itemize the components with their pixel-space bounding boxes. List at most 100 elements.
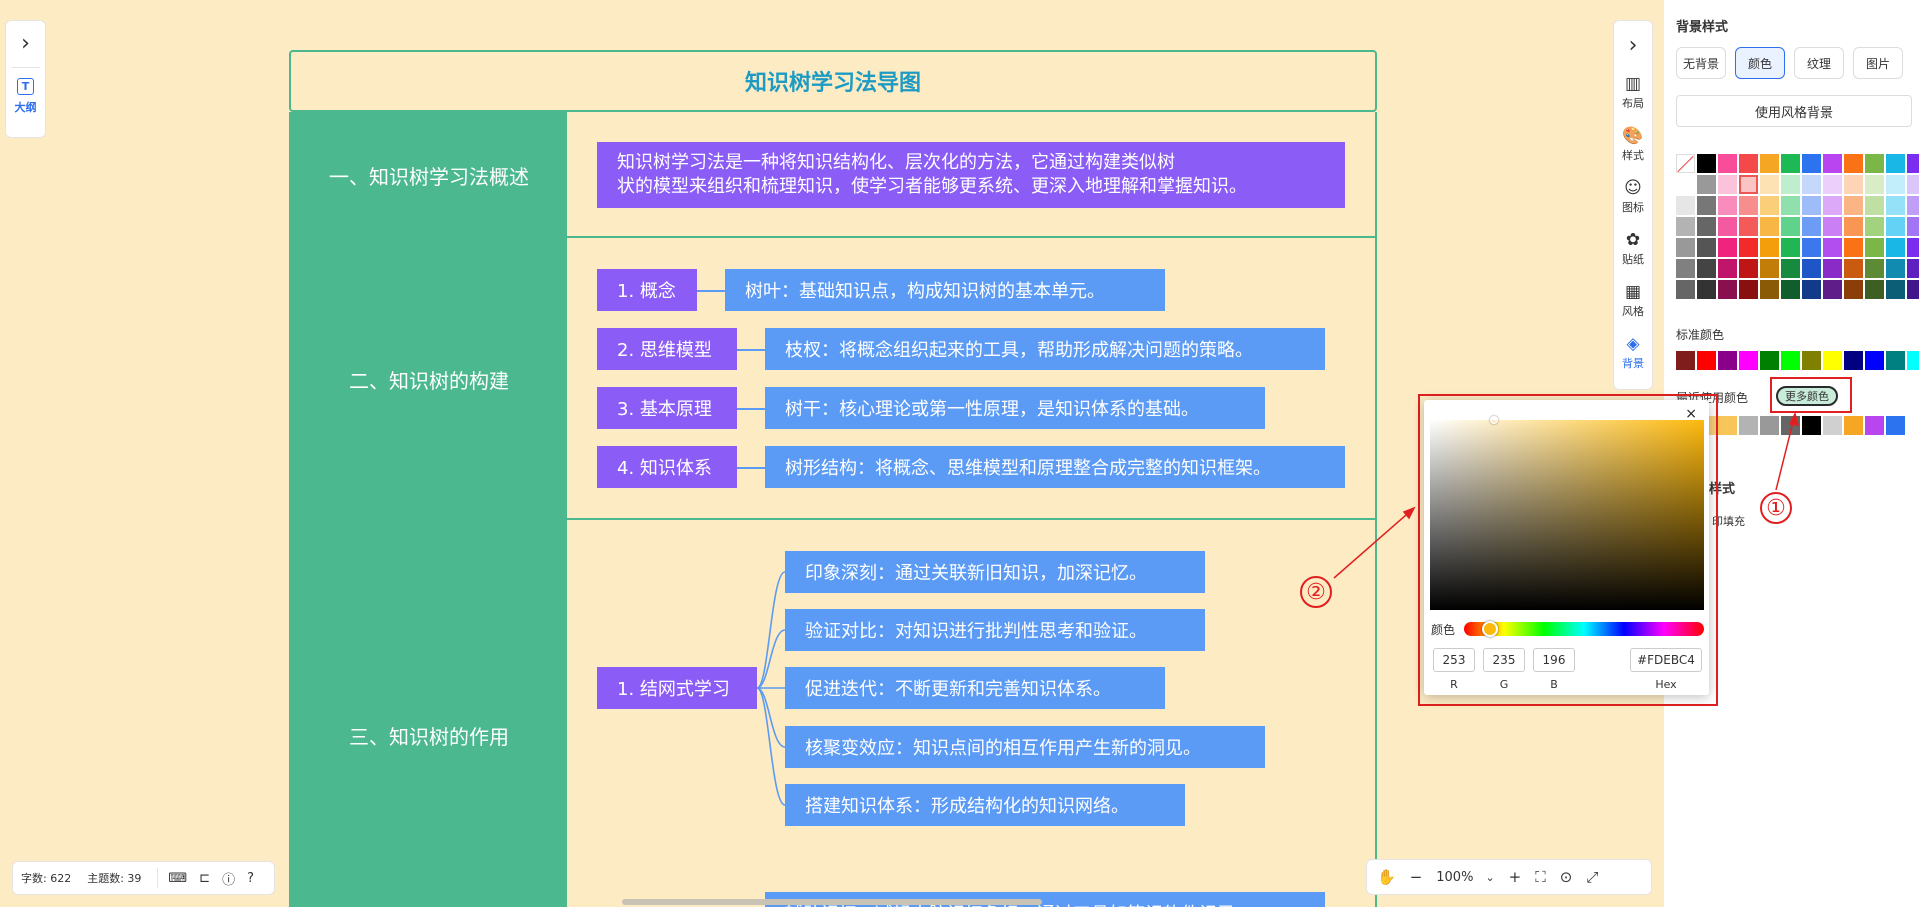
color-swatch[interactable] <box>1697 175 1716 194</box>
color-swatch[interactable] <box>1907 238 1919 257</box>
knowledge-system-node[interactable]: 4. 知识体系 <box>597 446 737 488</box>
color-swatch[interactable] <box>1886 238 1905 257</box>
blue-input[interactable]: 196 <box>1533 648 1575 672</box>
detail-node[interactable]: 搭建知识体系：形成结构化的知识网络。 <box>785 784 1185 826</box>
color-swatch[interactable] <box>1844 154 1863 173</box>
map-title[interactable]: 知识树学习法导图 <box>289 50 1377 112</box>
color-swatch[interactable] <box>1718 175 1737 194</box>
color-swatch[interactable] <box>1865 154 1884 173</box>
color-swatch[interactable] <box>1865 175 1884 194</box>
color-swatch[interactable] <box>1886 280 1905 299</box>
expand-left-chevron-icon[interactable]: › <box>21 31 30 56</box>
color-swatch[interactable] <box>1760 217 1779 236</box>
network-learning-node[interactable]: 1. 结网式学习 <box>597 667 757 709</box>
color-swatch[interactable] <box>1676 259 1695 278</box>
structure-icon[interactable]: ⊏ <box>199 870 211 886</box>
hue-slider[interactable] <box>1464 621 1704 637</box>
color-swatch[interactable] <box>1739 416 1758 435</box>
color-swatch[interactable] <box>1760 416 1779 435</box>
color-swatch[interactable] <box>1907 280 1919 299</box>
color-swatch[interactable] <box>1865 280 1884 299</box>
color-swatch[interactable] <box>1739 259 1758 278</box>
color-swatch[interactable] <box>1781 238 1800 257</box>
category-function[interactable]: 三、知识树的作用 <box>291 520 567 907</box>
color-swatch[interactable] <box>1823 175 1842 194</box>
color-swatch[interactable] <box>1718 196 1737 215</box>
color-swatch[interactable] <box>1781 259 1800 278</box>
sv-thumb[interactable] <box>1490 416 1498 424</box>
principle-detail-node[interactable]: 树干：核心理论或第一性原理，是知识体系的基础。 <box>765 387 1265 429</box>
color-swatch[interactable] <box>1823 217 1842 236</box>
color-swatch[interactable] <box>1865 238 1884 257</box>
color-swatch[interactable] <box>1781 351 1800 370</box>
toolbar-sticker[interactable]: ✿ 贴纸 <box>1622 231 1644 267</box>
color-swatch[interactable] <box>1781 196 1800 215</box>
color-swatch[interactable] <box>1739 238 1758 257</box>
color-swatch[interactable] <box>1739 217 1758 236</box>
color-swatch[interactable] <box>1907 196 1919 215</box>
color-swatch[interactable] <box>1697 238 1716 257</box>
color-swatch[interactable] <box>1823 154 1842 173</box>
color-swatch[interactable] <box>1781 280 1800 299</box>
color-swatch[interactable] <box>1760 238 1779 257</box>
color-swatch[interactable] <box>1802 238 1821 257</box>
color-swatch[interactable] <box>1802 259 1821 278</box>
toolbar-style[interactable]: 🎨 样式 <box>1622 127 1644 163</box>
outline-button[interactable]: T 大纲 <box>15 78 37 115</box>
no-color-swatch[interactable] <box>1676 154 1695 173</box>
color-swatch[interactable] <box>1718 238 1737 257</box>
color-swatch[interactable] <box>1676 280 1695 299</box>
close-icon[interactable]: × <box>1685 406 1697 422</box>
color-swatch[interactable] <box>1907 259 1919 278</box>
color-swatch[interactable] <box>1739 196 1758 215</box>
color-swatch[interactable] <box>1718 280 1737 299</box>
color-swatch[interactable] <box>1844 280 1863 299</box>
color-swatch[interactable] <box>1676 238 1695 257</box>
color-swatch[interactable] <box>1760 196 1779 215</box>
color-swatch[interactable] <box>1697 217 1716 236</box>
hue-slider-thumb[interactable] <box>1482 621 1499 637</box>
color-swatch[interactable] <box>1844 259 1863 278</box>
hex-input[interactable]: #FDEBC4 <box>1630 648 1702 672</box>
color-swatch[interactable] <box>1676 175 1695 194</box>
color-swatch[interactable] <box>1781 175 1800 194</box>
color-swatch[interactable] <box>1802 351 1821 370</box>
color-swatch[interactable] <box>1907 217 1919 236</box>
color-swatch[interactable] <box>1718 217 1737 236</box>
zoom-value[interactable]: 100% <box>1436 869 1474 885</box>
color-swatch[interactable] <box>1844 217 1863 236</box>
summary-node[interactable]: 知识树学习法是一种将知识结构化、层次化的方法，它通过构建类似树 状的模型来组织和… <box>597 142 1345 208</box>
color-swatch[interactable] <box>1760 351 1779 370</box>
color-swatch[interactable] <box>1886 217 1905 236</box>
color-swatch[interactable] <box>1697 154 1716 173</box>
color-swatch[interactable] <box>1802 416 1821 435</box>
use-style-background-button[interactable]: 使用风格背景 <box>1676 95 1912 127</box>
color-swatch[interactable] <box>1886 196 1905 215</box>
color-swatch[interactable] <box>1697 196 1716 215</box>
center-icon[interactable]: ⊙ <box>1559 868 1573 886</box>
color-swatch[interactable] <box>1676 351 1695 370</box>
color-swatch[interactable] <box>1718 154 1737 173</box>
color-swatch[interactable] <box>1865 416 1884 435</box>
detail-node[interactable]: 核聚变效应：知识点间的相互作用产生新的洞见。 <box>785 726 1265 768</box>
color-swatch[interactable] <box>1718 351 1737 370</box>
color-swatch[interactable] <box>1823 280 1842 299</box>
color-swatch[interactable] <box>1739 280 1758 299</box>
color-swatch[interactable] <box>1760 154 1779 173</box>
color-swatch[interactable] <box>1844 175 1863 194</box>
color-swatch[interactable] <box>1886 175 1905 194</box>
color-swatch[interactable] <box>1823 351 1842 370</box>
color-swatch[interactable] <box>1802 280 1821 299</box>
detail-node[interactable]: 验证对比：对知识进行批判性思考和验证。 <box>785 609 1205 651</box>
tab-texture[interactable]: 纹理 <box>1794 47 1844 79</box>
color-swatch[interactable] <box>1760 175 1779 194</box>
saturation-value-area[interactable] <box>1430 416 1704 610</box>
detail-node[interactable]: 印象深刻：通过关联新旧知识，加深记忆。 <box>785 551 1205 593</box>
hand-icon[interactable]: ✋ <box>1377 868 1396 886</box>
color-swatch[interactable] <box>1844 351 1863 370</box>
keyboard-icon[interactable]: ⌨ <box>168 870 188 886</box>
color-swatch[interactable] <box>1781 217 1800 236</box>
color-swatch[interactable] <box>1739 351 1758 370</box>
toolbar-background[interactable]: ◈ 背景 <box>1622 335 1644 371</box>
fullscreen-icon[interactable]: ⤢ <box>1586 868 1599 886</box>
